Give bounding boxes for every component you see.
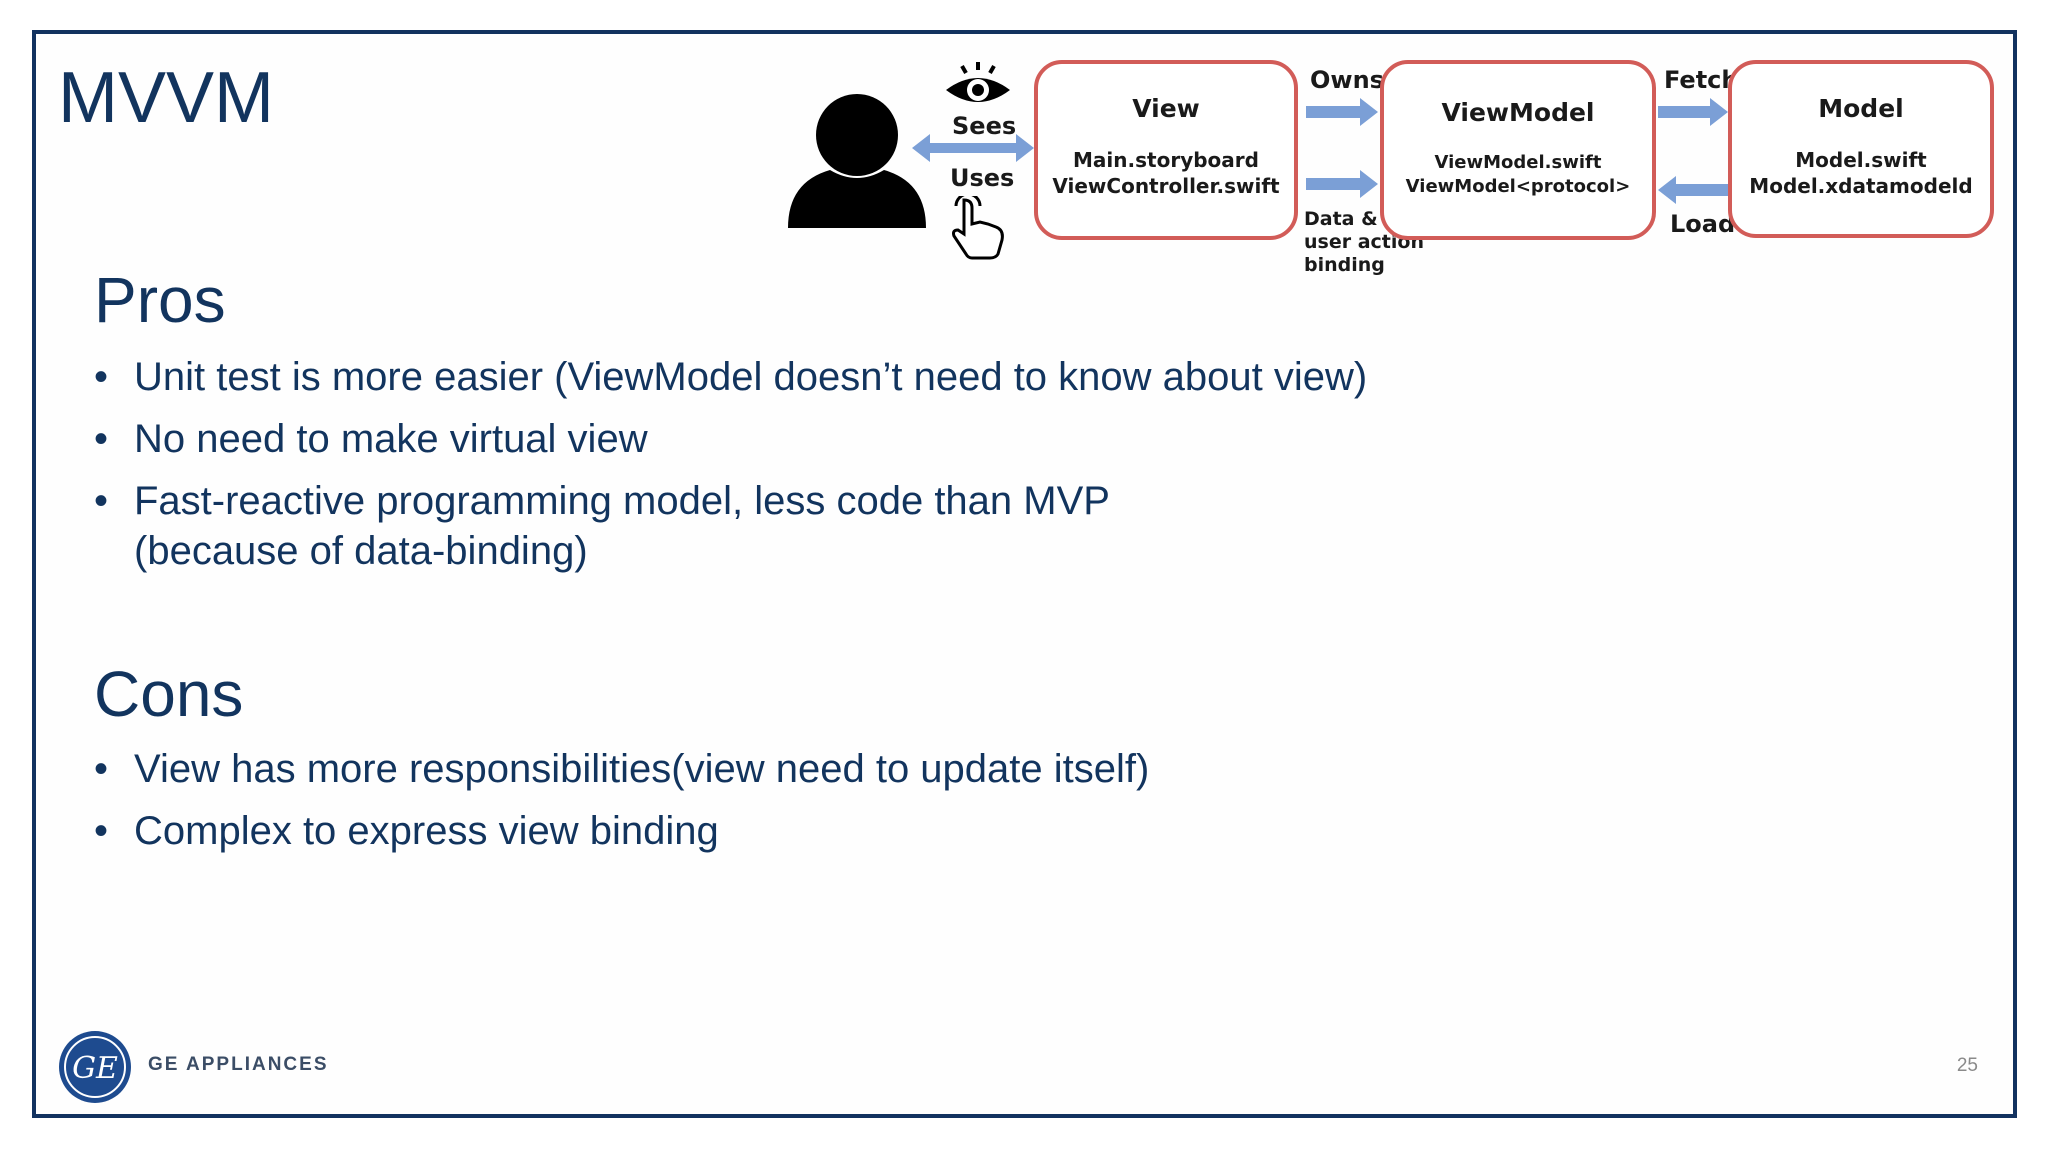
owns-arrow — [1306, 98, 1378, 126]
viewmodel-box-title: ViewModel — [1441, 98, 1595, 127]
data-binding-line-1: Data & — [1304, 208, 1378, 230]
pros-list: Unit test is more easier (ViewModel does… — [94, 352, 1367, 588]
slide-title: MVVM — [58, 58, 274, 138]
page-number: 25 — [1956, 1055, 1978, 1076]
cons-heading: Cons — [94, 658, 244, 730]
viewmodel-box-line-2: ViewModel<protocol> — [1405, 176, 1631, 197]
hand-pointer-icon — [952, 196, 1004, 260]
binding-arrow — [1306, 170, 1378, 198]
view-box-line-2: ViewController.swift — [1052, 174, 1280, 198]
load-arrow — [1658, 176, 1728, 204]
model-box: Model Model.swift Model.xdatamodeld — [1728, 60, 1994, 238]
cons-list: View has more responsibilities(view need… — [94, 744, 1149, 868]
sees-label: Sees — [952, 112, 1017, 140]
viewmodel-box-line-1: ViewModel.swift — [1434, 152, 1602, 173]
view-box-line-1: Main.storyboard — [1073, 148, 1259, 172]
user-icon — [788, 94, 926, 228]
sees-arrow — [912, 134, 1034, 162]
model-box-line-2: Model.xdatamodeld — [1749, 174, 1973, 198]
cons-item: View has more responsibilities(view need… — [94, 744, 1149, 794]
fetch-arrow — [1658, 98, 1728, 126]
cons-item: Complex to express view binding — [94, 806, 1149, 856]
pros-heading: Pros — [94, 264, 226, 336]
eye-icon — [946, 62, 1010, 102]
ge-logo-text: GE — [72, 1051, 118, 1086]
footer-brand: GE APPLIANCES — [148, 1054, 329, 1075]
data-binding-line-3: binding — [1304, 254, 1385, 276]
uses-label: Uses — [950, 164, 1015, 192]
pros-item-line-2: (because of data-binding) — [134, 529, 588, 573]
model-box-line-1: Model.swift — [1795, 148, 1927, 172]
view-box: View Main.storyboard ViewController.swif… — [1034, 60, 1298, 240]
load-label: Load — [1670, 210, 1736, 238]
model-box-title: Model — [1818, 94, 1904, 123]
ge-logo-icon: GE — [59, 1031, 131, 1103]
view-box-title: View — [1132, 94, 1200, 123]
pros-item-line-1: Fast-reactive programming model, less co… — [134, 479, 1110, 523]
pros-item: Unit test is more easier (ViewModel does… — [94, 352, 1367, 402]
fetch-label: Fetch — [1664, 66, 1739, 94]
pros-item: No need to make virtual view — [94, 414, 1367, 464]
viewmodel-box: ViewModel ViewModel.swift ViewModel<prot… — [1380, 60, 1656, 240]
pros-item: Fast-reactive programming model, less co… — [94, 476, 1367, 576]
owns-label: Owns — [1310, 66, 1384, 94]
